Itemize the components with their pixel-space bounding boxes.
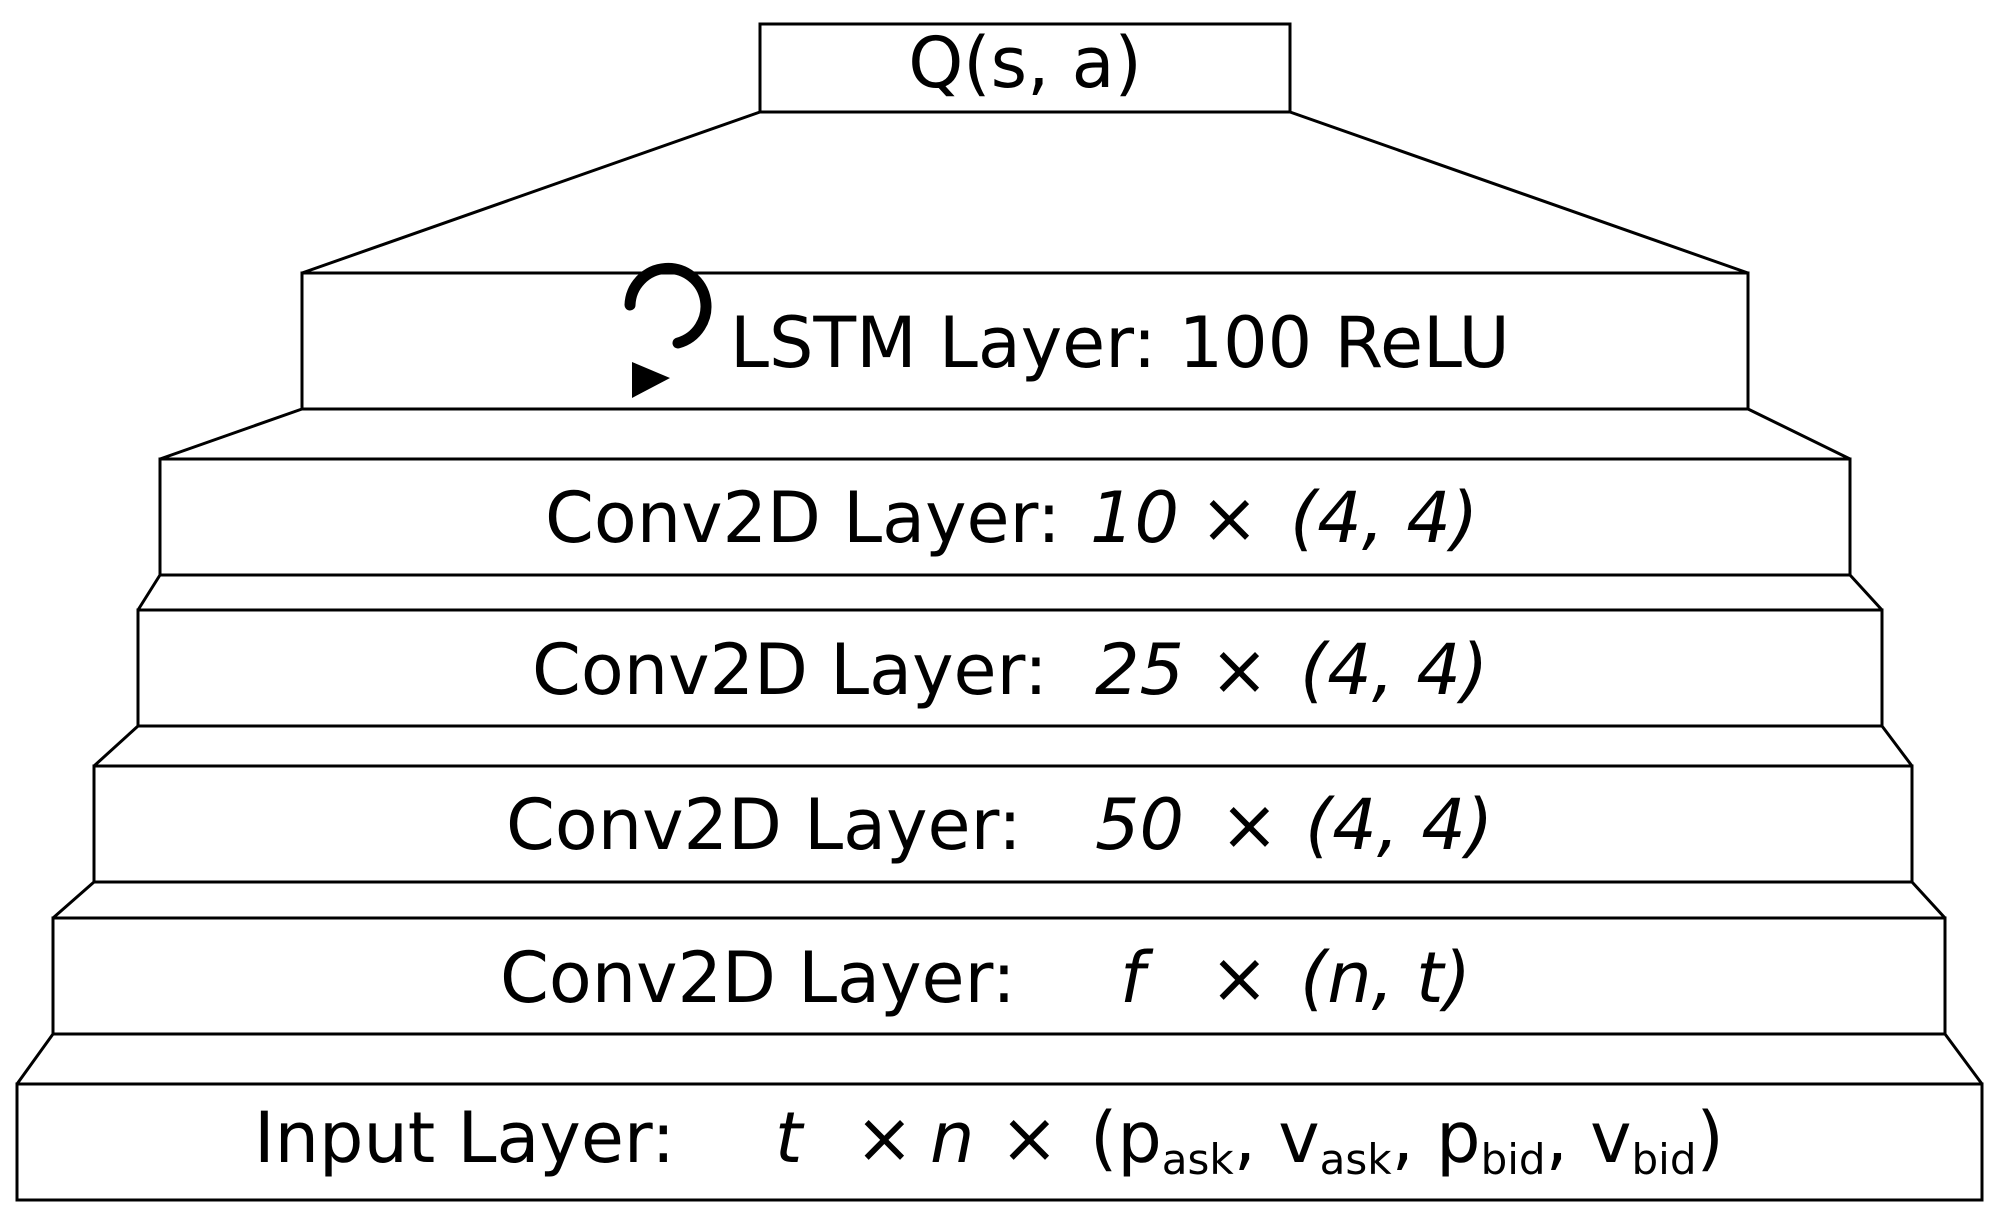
conv2d-layer-1-box bbox=[158, 457, 1852, 577]
connector-output-lstm bbox=[301, 110, 1749, 275]
conv2d-layer-4-box bbox=[51, 916, 1947, 1036]
connector-conv2-conv3 bbox=[92, 724, 1914, 768]
conv2d-layer-2-label: Conv2D Layer:25×(4, 4) bbox=[532, 629, 1488, 711]
output-box bbox=[758, 22, 1292, 114]
connector-lstm-conv1 bbox=[159, 407, 1851, 461]
conv2d-layer-3-box bbox=[92, 764, 1914, 884]
conv2d-layer-2-box bbox=[136, 608, 1884, 728]
lstm-box bbox=[300, 271, 1750, 411]
input-layer-label: Input Layer:t×n×(pask, vask, pbid, vbid) bbox=[254, 1097, 1724, 1184]
connector-conv4-input bbox=[15, 1033, 1984, 1085]
connector-conv3-conv4 bbox=[52, 880, 1947, 920]
lstm-label: LSTM Layer: 100 ReLU bbox=[730, 302, 1510, 384]
conv2d-layer-3-label: Conv2D Layer:50×(4, 4) bbox=[506, 784, 1493, 866]
input-layer-box bbox=[15, 1082, 1984, 1202]
conv2d-layer-1-label: Conv2D Layer:10×(4, 4) bbox=[545, 477, 1478, 559]
recurrent-arrow-icon bbox=[624, 262, 712, 398]
output-label: Q(s, a) bbox=[908, 22, 1142, 104]
conv2d-layer-4-label: Conv2D Layer:f×(n, t) bbox=[500, 937, 1471, 1019]
connector-conv1-conv2 bbox=[136, 573, 1884, 612]
